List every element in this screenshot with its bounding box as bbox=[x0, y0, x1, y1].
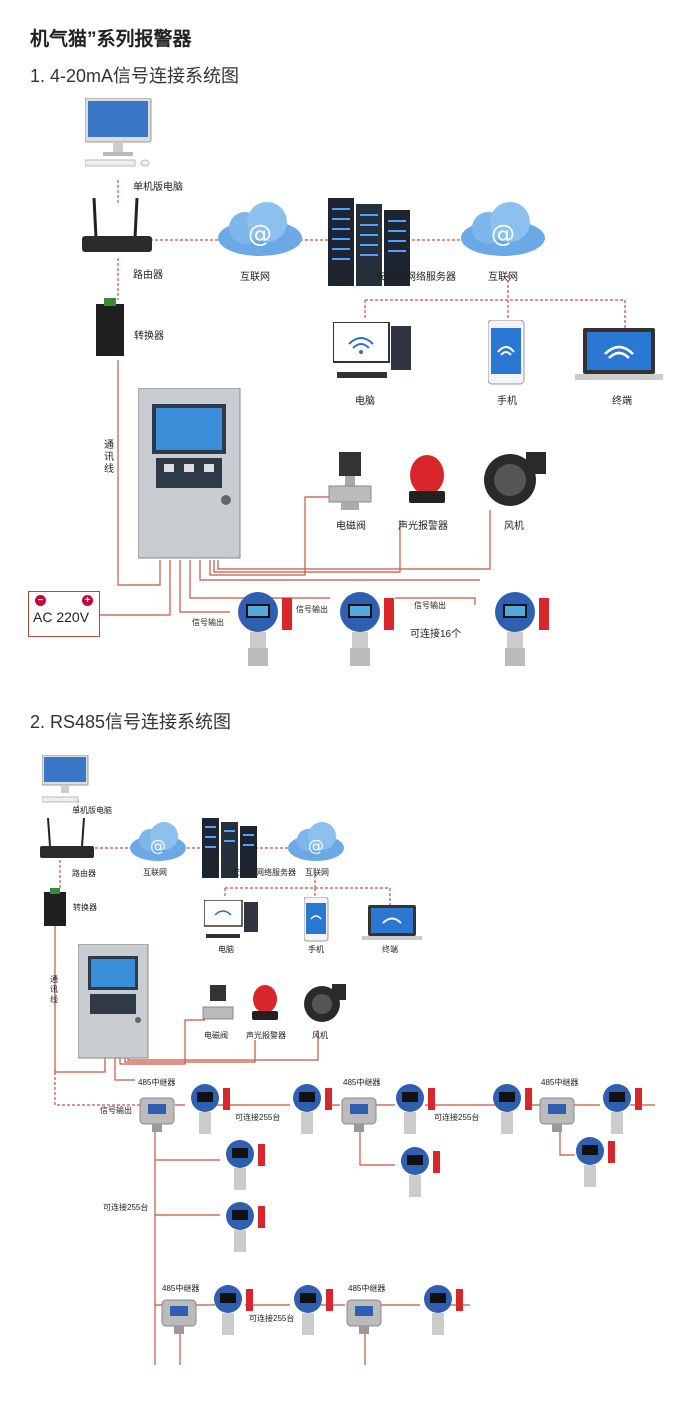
minus-icon: − bbox=[35, 595, 46, 606]
gas-detector-icon bbox=[208, 1283, 260, 1344]
terminal-label: 终端 bbox=[612, 396, 632, 407]
alarm-light-icon bbox=[405, 455, 449, 512]
signal-output-label: 信号输出 bbox=[296, 605, 328, 614]
fan-label: 风机 bbox=[312, 1031, 328, 1040]
section-title-rs485: 2. RS485信号连接系统图 bbox=[30, 712, 232, 732]
desktop-computer-icon bbox=[203, 899, 260, 947]
gas-detector-icon bbox=[570, 1135, 622, 1196]
alarm-light-label: 声光报警器 bbox=[246, 1031, 286, 1040]
router-label: 路由器 bbox=[72, 869, 96, 878]
gas-detector-icon bbox=[330, 590, 402, 673]
terminal-label: 终端 bbox=[382, 945, 398, 954]
repeater-label: 485中继器 bbox=[162, 1284, 200, 1293]
repeater-label: 485中继器 bbox=[138, 1078, 176, 1087]
plus-icon: + bbox=[82, 595, 93, 606]
connect-255-label: 可连接255台 bbox=[103, 1203, 149, 1212]
converter-label: 转换器 bbox=[73, 903, 97, 912]
gas-detector-icon bbox=[287, 1082, 339, 1143]
solenoid-valve-icon bbox=[325, 452, 377, 517]
connect-255-label: 可连接255台 bbox=[434, 1113, 480, 1122]
cloud-icon: @ bbox=[286, 820, 346, 869]
repeater-icon bbox=[345, 1292, 383, 1341]
repeater-label: 485中继器 bbox=[348, 1284, 386, 1293]
gas-detector-icon bbox=[220, 1138, 272, 1199]
signal-output-label: 信号输出 bbox=[414, 601, 446, 610]
alarm-controller-icon bbox=[137, 387, 242, 565]
gas-detector-icon bbox=[418, 1283, 470, 1344]
gas-detector-icon bbox=[597, 1082, 649, 1143]
pc-label: 单机版电脑 bbox=[72, 806, 112, 815]
converter-icon bbox=[96, 298, 126, 363]
comm-line-label: 通讯线 bbox=[104, 440, 114, 475]
connect-255-label: 可连接255台 bbox=[249, 1314, 295, 1323]
gas-detector-icon bbox=[220, 1200, 272, 1261]
alarm-light-label: 声光报警器 bbox=[398, 521, 448, 532]
computer-label: 电脑 bbox=[218, 945, 234, 954]
router-icon bbox=[82, 197, 154, 263]
alarm-light-icon bbox=[250, 985, 280, 1028]
page-title: 机气猫”系列报警器 bbox=[30, 29, 192, 50]
phone-label: 手机 bbox=[497, 396, 517, 407]
phone-icon bbox=[487, 319, 526, 391]
internet-right-label: 互联网 bbox=[305, 868, 329, 877]
gas-detector-icon bbox=[487, 1082, 539, 1143]
gas-detector-icon bbox=[228, 590, 300, 673]
server-icon bbox=[328, 198, 414, 295]
alarm-controller-icon bbox=[77, 943, 150, 1065]
server-label: 安帕尔网络服务器 bbox=[376, 272, 456, 283]
repeater-icon bbox=[340, 1090, 378, 1139]
gas-detector-icon bbox=[390, 1082, 442, 1143]
svg-text:@: @ bbox=[248, 220, 272, 248]
svg-text:@: @ bbox=[150, 836, 166, 855]
valve-label: 电磁阀 bbox=[336, 521, 366, 532]
fan-icon bbox=[482, 448, 548, 515]
cloud-icon: @ bbox=[128, 820, 188, 869]
repeater-icon bbox=[538, 1090, 576, 1139]
pc-icon bbox=[41, 754, 92, 812]
phone-label: 手机 bbox=[308, 945, 324, 954]
fan-label: 风机 bbox=[504, 521, 524, 532]
converter-label: 转换器 bbox=[134, 331, 164, 342]
router-icon bbox=[40, 817, 96, 867]
gas-detector-icon bbox=[288, 1283, 340, 1344]
repeater-label: 485中继器 bbox=[343, 1078, 381, 1087]
laptop-icon bbox=[575, 328, 665, 389]
power-label: AC 220V bbox=[33, 609, 90, 625]
section-title-4-20ma: 1. 4-20mA信号连接系统图 bbox=[30, 66, 240, 86]
cloud-icon: @ bbox=[458, 200, 548, 265]
computer-label: 电脑 bbox=[355, 396, 375, 407]
pc-icon bbox=[84, 97, 155, 175]
server-icon bbox=[202, 818, 258, 885]
router-label: 路由器 bbox=[133, 270, 163, 281]
laptop-icon bbox=[362, 905, 422, 948]
gas-detector-icon bbox=[395, 1145, 447, 1206]
connect-255-label: 可连接255台 bbox=[235, 1113, 281, 1122]
svg-text:@: @ bbox=[308, 836, 324, 855]
fan-icon bbox=[302, 982, 348, 1029]
connect-16-label: 可连接16个 bbox=[410, 629, 462, 640]
solenoid-valve-icon bbox=[200, 985, 236, 1032]
comm-line-label: 通讯线 bbox=[50, 975, 58, 1004]
pc-label: 单机版电脑 bbox=[133, 182, 183, 193]
phone-icon bbox=[303, 896, 330, 948]
valve-label: 电磁阀 bbox=[204, 1031, 228, 1040]
signal-output-label: 信号输出 bbox=[100, 1106, 132, 1115]
svg-text:@: @ bbox=[491, 220, 515, 248]
gas-detector-icon bbox=[185, 1082, 237, 1143]
repeater-icon bbox=[160, 1292, 198, 1341]
power-supply-box: − + AC 220V bbox=[28, 591, 100, 637]
internet-left-label: 互联网 bbox=[143, 868, 167, 877]
gas-detector-icon bbox=[485, 590, 557, 673]
repeater-icon bbox=[138, 1090, 176, 1139]
signal-output-label: 信号输出 bbox=[192, 618, 224, 627]
desktop-computer-icon bbox=[332, 321, 413, 389]
repeater-label: 485中继器 bbox=[541, 1078, 579, 1087]
server-label: 安帕尔网络服务器 bbox=[232, 868, 296, 877]
cloud-icon: @ bbox=[215, 200, 305, 265]
converter-icon bbox=[44, 888, 68, 931]
internet-left-label: 互联网 bbox=[240, 272, 270, 283]
internet-right-label: 互联网 bbox=[488, 272, 518, 283]
